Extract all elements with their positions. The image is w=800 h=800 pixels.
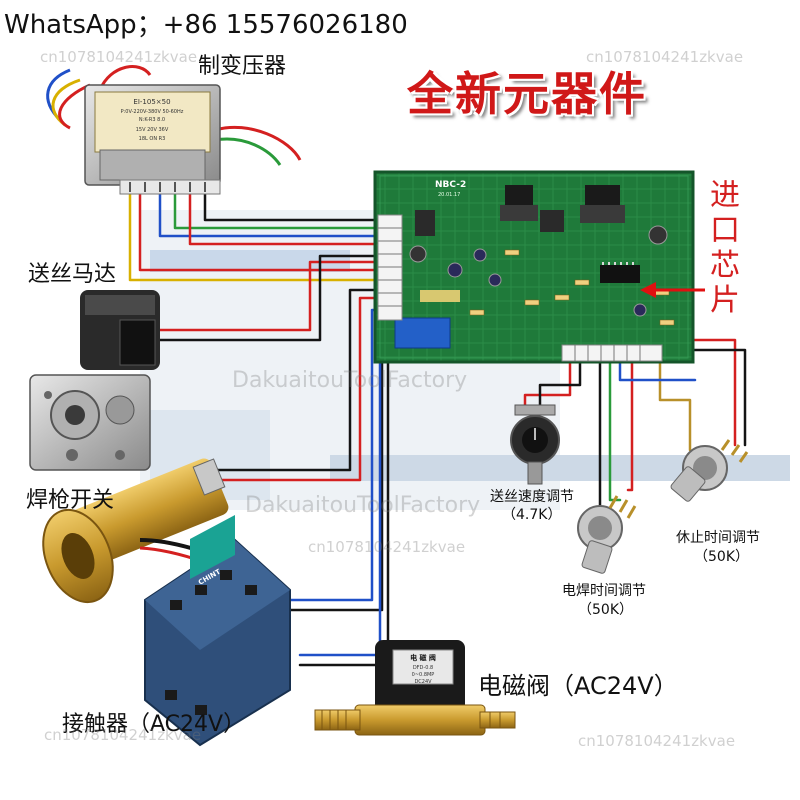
wire-transformer-yellow: [128, 188, 392, 282]
label-transformer: 制变压器: [198, 54, 287, 79]
label-wire-speed-value: （4.7K）: [502, 507, 562, 523]
watermark-4: cn1078104241zkvae: [308, 538, 466, 556]
chip-arrow: [640, 282, 705, 298]
board-date: 20.01.17: [438, 192, 460, 198]
watermark-1: cn1078104241zkvae: [586, 48, 744, 66]
wire-weld-pot-3: [626, 358, 634, 492]
label-imported-chip-2: 芯: [710, 248, 740, 283]
wire-torch-black: [213, 288, 392, 472]
label-weld-time-pot: 电焊时间调节: [562, 583, 646, 599]
watermark-3: DakuaitouToolFactory: [245, 493, 481, 518]
wires: [128, 188, 747, 667]
whatsapp-contact: WhatsApp；+86 15576026180: [4, 10, 408, 40]
wire-transformer-blue: [158, 188, 392, 238]
pot-wire-speed: [510, 404, 560, 485]
circuit-board: NBC-2 20.01.17: [373, 170, 695, 364]
wire-transformer-black: [203, 188, 392, 222]
wire-motor-black: [153, 254, 392, 342]
label-imported-chip-1: 口: [710, 213, 740, 248]
label-wire-speed-pot: 送丝速度调节: [490, 489, 574, 505]
transformer-plate-line-2: N:K-R3 8.0: [139, 117, 165, 123]
wire-rest-pot-4: [618, 358, 697, 382]
watermark-6: cn1078104241zkvae: [578, 732, 736, 750]
transformer-plate-line-3: 15V 20V 36V: [136, 127, 169, 133]
label-wire-feed-motor: 送丝马达: [28, 262, 117, 287]
label-imported-chip-0: 进: [710, 178, 740, 213]
valve-plate-line-1: 0~0.8MP: [412, 672, 435, 678]
board-model: NBC-2: [435, 180, 466, 190]
transformer: EI-105×50 P:0V-220V-380V 50-60Hz N:K-R3 …: [46, 65, 302, 195]
wire-weld-pot-2: [608, 358, 622, 502]
wire-transformer-red: [138, 188, 392, 272]
label-imported-chip-3: 片: [710, 283, 740, 318]
pot-weld-time: [577, 495, 637, 574]
solenoid-valve: 电 磁 阀 DFD-0.8 0~0.8MP DC24V: [314, 640, 516, 736]
transformer-plate-line-1: P:0V-220V-380V 50-60Hz: [121, 109, 184, 115]
wire-transformer-green: [173, 188, 392, 230]
watermark-0: cn1078104241zkvae: [40, 48, 198, 66]
label-rest-time-value: （50K）: [694, 549, 749, 565]
wire-weld-pot-1: [598, 358, 612, 512]
title-banner: 全新元器件: [407, 67, 647, 121]
label-weld-time-value: （50K）: [578, 602, 633, 618]
label-contactor: 接触器（AC24V）: [62, 712, 246, 737]
watermark-2: DakuaitouToolFactory: [232, 368, 468, 393]
wire-speed-pot-2: [538, 358, 582, 412]
label-solenoid-valve: 电磁阀（AC24V）: [478, 672, 678, 700]
label-rest-time-pot: 休止时间调节: [676, 530, 760, 546]
transformer-plate-line-0: EI-105×50: [133, 98, 170, 106]
wire-speed-pot-1: [523, 358, 572, 412]
contactor: CHINT: [144, 515, 291, 747]
watermark-5: cn1078104241zkvae: [44, 726, 202, 744]
valve-tag: 电 磁 阀: [410, 653, 436, 662]
label-torch-switch: 焊枪开关: [26, 488, 115, 513]
transformer-plate-line-4: 18L ON R3: [139, 136, 166, 142]
wire-motor-red: [153, 260, 392, 332]
wire-feed-motor: [29, 290, 160, 471]
wire-transformer-red-2: [188, 188, 392, 246]
wire-rest-pot-3: [658, 358, 692, 452]
valve-plate-line-0: DFD-0.8: [413, 665, 433, 671]
pot-rest-time: [670, 439, 749, 502]
wire-rest-pot-2: [648, 348, 747, 447]
valve-plate-line-2: DC24V: [414, 679, 432, 685]
